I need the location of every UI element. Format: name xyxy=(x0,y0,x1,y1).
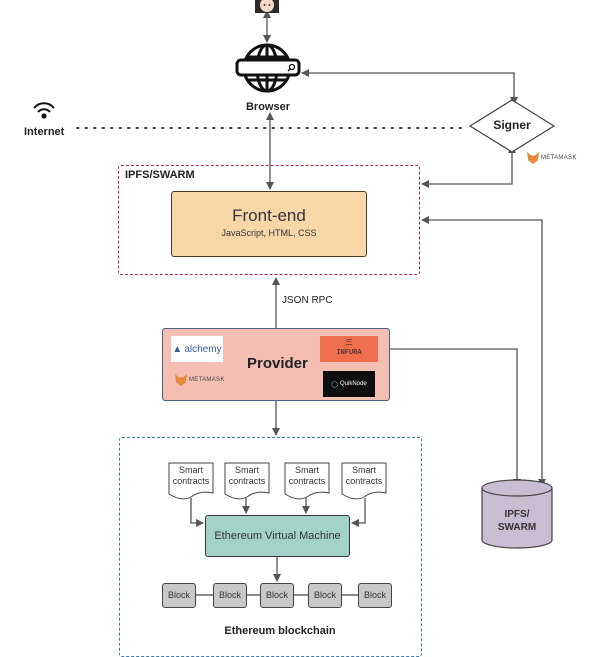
block: Block xyxy=(308,583,342,608)
quicknode-icon: ◯ xyxy=(331,381,339,388)
blockchain-label: Ethereum blockchain xyxy=(224,625,336,637)
wifi-icon xyxy=(33,102,55,119)
storage-hosting-arrow xyxy=(421,216,546,487)
provider-box: ▲ alchemy METAMASK Provider 三 INFURA ◯ Q… xyxy=(162,328,390,401)
alchemy-icon: ▲ xyxy=(172,343,183,355)
user-icon xyxy=(255,0,279,13)
evm-box: Ethereum Virtual Machine xyxy=(205,515,350,557)
infura-logo: 三 INFURA xyxy=(320,336,378,362)
block: Block xyxy=(260,583,294,608)
alchemy-logo: ▲ alchemy xyxy=(171,336,223,362)
frontend-title: Front-end xyxy=(232,206,306,225)
block: Block xyxy=(162,583,196,608)
frontend-subtitle: JavaScript, HTML, CSS xyxy=(221,228,317,238)
provider-metamask-logo: METAMASK xyxy=(175,374,225,386)
storage-label: IPFS/ SWARM xyxy=(497,509,537,533)
provider-label: Provider xyxy=(247,355,308,372)
browser-label: Browser xyxy=(245,101,291,113)
metamask-fox-icon xyxy=(527,152,539,164)
infura-mark-icon: 三 xyxy=(345,339,353,347)
frontend-box: Front-end JavaScript, HTML, CSS xyxy=(171,191,367,257)
block: Block xyxy=(358,583,392,608)
hosting-container: IPFS/SWARM xyxy=(118,165,420,275)
signer-hosting-arrow xyxy=(421,145,516,188)
metamask-fox-icon xyxy=(175,374,187,386)
hosting-label: IPFS/SWARM xyxy=(125,169,195,181)
metamask-label: METAMASK xyxy=(541,155,577,161)
signer-browser-arrow xyxy=(301,69,518,105)
block: Block xyxy=(213,583,247,608)
signer-metamask-logo: METAMASK xyxy=(527,152,577,164)
globe-icon xyxy=(242,43,292,93)
json-rpc-label: JSON RPC xyxy=(282,295,333,306)
quicknode-logo: ◯ QuikNode xyxy=(323,371,375,397)
internet-label: Internet xyxy=(24,126,65,138)
search-bar-icon xyxy=(235,58,301,77)
signer-label: Signer xyxy=(493,118,531,132)
